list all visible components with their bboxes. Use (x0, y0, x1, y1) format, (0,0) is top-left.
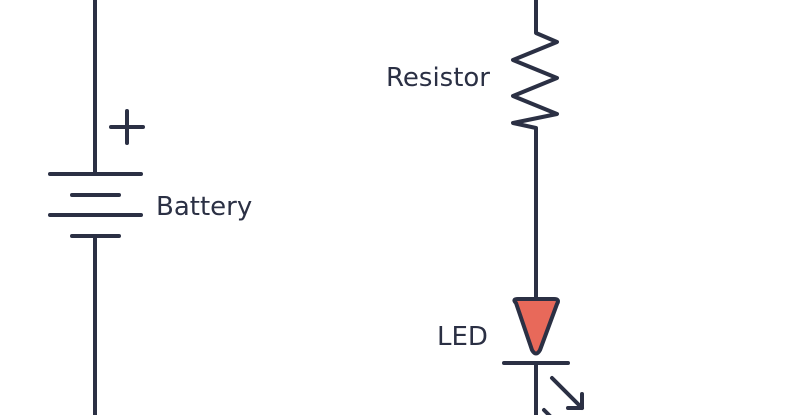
light-emission-arrow-icon (542, 376, 584, 415)
led-label: LED (437, 322, 488, 352)
led-triangle (512, 297, 560, 356)
resistor-zigzag (511, 0, 559, 300)
resistor-label: Resistor (386, 63, 490, 93)
battery: Battery (48, 0, 252, 415)
plus-sign-icon (109, 109, 145, 145)
battery-label: Battery (156, 192, 252, 222)
resistor: Resistor (386, 0, 559, 300)
led: LED (437, 297, 584, 415)
